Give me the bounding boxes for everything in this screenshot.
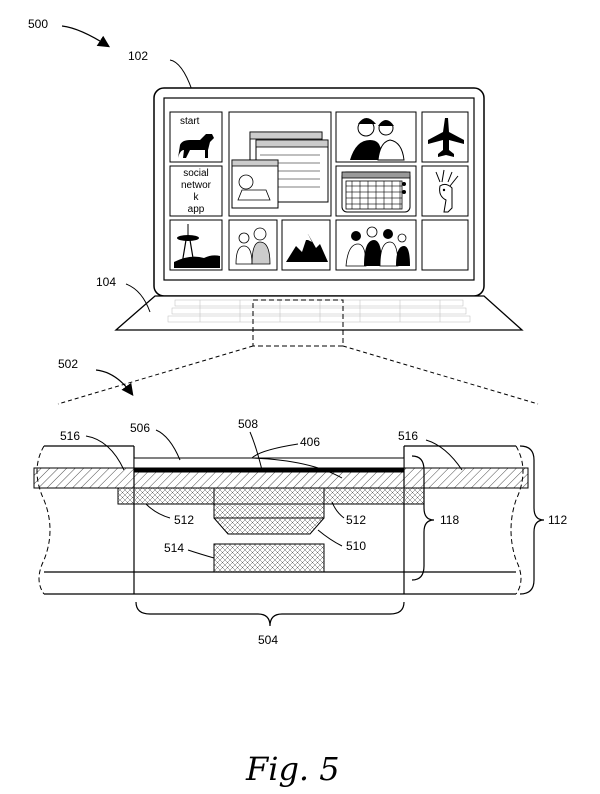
label-512-right: 512	[346, 513, 366, 527]
family-photo-icon	[235, 227, 271, 265]
deer-icon	[435, 169, 459, 213]
space-needle-icon	[174, 224, 220, 268]
label-118: 118	[440, 513, 459, 527]
label-506: 506	[130, 421, 150, 435]
arrow-500	[61, 25, 111, 48]
label-516-right: 516	[398, 429, 418, 443]
mountain-icon	[286, 234, 328, 262]
sensor-510-lens	[213, 517, 325, 535]
brace-112	[519, 445, 545, 595]
edge-layer-right	[403, 467, 529, 489]
brace-504	[135, 601, 405, 627]
leader-516-left	[85, 435, 125, 471]
layer-508	[134, 468, 404, 472]
label-514: 514	[164, 541, 184, 555]
cross-section	[33, 445, 529, 595]
app-label-line-1: social	[183, 168, 209, 179]
calendar-icon	[341, 171, 411, 213]
label-102: 102	[128, 49, 148, 63]
label-512-left: 512	[174, 513, 194, 527]
arrow-502	[95, 369, 134, 396]
tile-empty[interactable]	[421, 219, 469, 271]
sensor-510	[213, 487, 325, 519]
projection-line-left	[57, 345, 254, 405]
leader-512-left	[145, 503, 171, 519]
detail-region-box	[252, 299, 344, 347]
center-hatched-layer	[133, 471, 405, 489]
laptop: start	[114, 87, 524, 347]
leader-102	[169, 59, 193, 91]
label-502: 502	[58, 357, 78, 371]
leader-506	[155, 429, 181, 461]
label-510: 510	[346, 539, 366, 553]
app-label-line-4: app	[188, 204, 205, 215]
label-112: 112	[548, 513, 567, 527]
brace-118	[411, 455, 435, 581]
group-photo-icon	[345, 226, 410, 267]
leader-516-right	[425, 439, 463, 471]
leader-508	[249, 431, 263, 471]
leader-514	[187, 549, 215, 559]
leader-512-right	[331, 501, 345, 519]
projection-line-right	[342, 345, 539, 405]
dog-icon	[178, 134, 214, 158]
app-label-line-3: k	[194, 192, 200, 203]
label-504: 504	[258, 633, 278, 647]
tile-social-network-app[interactable]	[169, 165, 223, 217]
label-406: 406	[300, 435, 320, 449]
leader-510	[317, 529, 343, 547]
leader-406	[250, 443, 343, 479]
label-516-left: 516	[60, 429, 80, 443]
app-label-line-2: networ	[181, 180, 212, 191]
figure-caption: Fig. 5	[245, 750, 340, 788]
cover-layer-506	[133, 457, 405, 469]
couple-photo-icon	[350, 118, 405, 161]
window-stack-icon	[231, 131, 329, 209]
label-500: 500	[28, 17, 48, 31]
component-514	[213, 543, 325, 573]
start-label: start	[180, 116, 200, 127]
edge-layer-left	[33, 467, 135, 489]
laptop-base	[114, 295, 524, 331]
leader-104	[125, 283, 151, 313]
label-104: 104	[96, 275, 116, 289]
label-508: 508	[238, 417, 258, 431]
airplane-icon	[428, 118, 464, 157]
